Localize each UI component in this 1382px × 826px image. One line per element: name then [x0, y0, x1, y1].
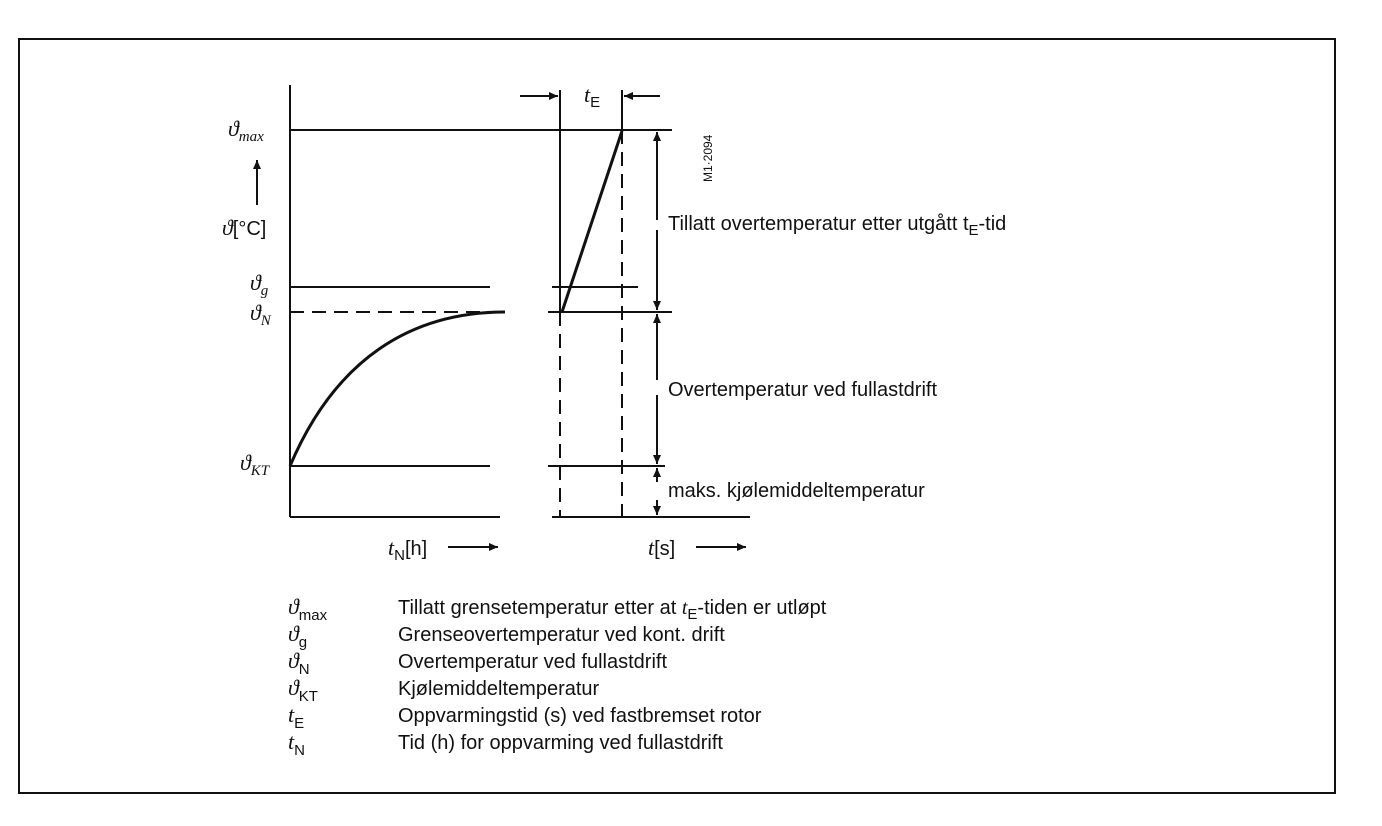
legend-symbol: ϑg — [288, 621, 307, 651]
legend-item: ϑKT Kjølemiddeltemperatur — [288, 675, 600, 705]
heating-curve-fullload — [288, 310, 506, 467]
theta-n-label: ϑN — [250, 300, 272, 329]
tn-axis-label: tN[h] — [388, 535, 427, 564]
legend-symbol: ϑN — [288, 648, 310, 678]
legend-symbol: tN — [288, 729, 305, 759]
figure-code-tag: M1·2094 — [701, 134, 715, 182]
legend-text: Oppvarmingstid (s) ved fastbremset rotor — [398, 705, 762, 727]
theta-g-label: ϑg — [250, 270, 269, 299]
legend-symbol: ϑmax — [288, 594, 328, 624]
theta-kt-label: ϑKT — [240, 450, 271, 479]
kjoling-annotation: maks. kjølemiddeltemperatur — [668, 480, 925, 502]
fullast-annotation: Overtemperatur ved fullastdrift — [668, 379, 937, 401]
theta-unit-label: ϑ[°C] — [222, 215, 266, 240]
legend-text: Kjølemiddeltemperatur — [398, 678, 600, 700]
legend-symbol: ϑKT — [288, 675, 318, 705]
legend-item: ϑmax Tillatt grensetemperatur etter at t… — [288, 594, 827, 624]
legend-symbol: tE — [288, 702, 304, 732]
legend-item: ϑN Overtemperatur ved fullastdrift — [288, 648, 667, 678]
legend-text: Overtemperatur ved fullastdrift — [398, 651, 667, 673]
legend-item: tE Oppvarmingstid (s) ved fastbremset ro… — [288, 702, 762, 732]
legend: ϑmax Tillatt grensetemperatur etter at t… — [288, 594, 827, 759]
theta-max-label: ϑmax — [228, 116, 264, 145]
te-marker-label: tE — [584, 82, 600, 111]
diagram-frame — [18, 38, 1336, 794]
t-axis-label: t[s] — [648, 535, 675, 560]
legend-text: Tid (h) for oppvarming ved fullastdrift — [398, 732, 723, 754]
legend-item: ϑg Grenseovertemperatur ved kont. drift — [288, 621, 725, 651]
heating-ramp-locked-rotor — [560, 130, 624, 313]
legend-text: Tillatt grensetemperatur etter at tE-tid… — [398, 597, 827, 623]
tillatt-overtemperatur-annotation: Tillatt overtemperatur etter utgått tE-t… — [668, 213, 1006, 239]
legend-text: Grenseovertemperatur ved kont. drift — [398, 624, 725, 646]
legend-item: tN Tid (h) for oppvarming ved fullastdri… — [288, 729, 723, 759]
